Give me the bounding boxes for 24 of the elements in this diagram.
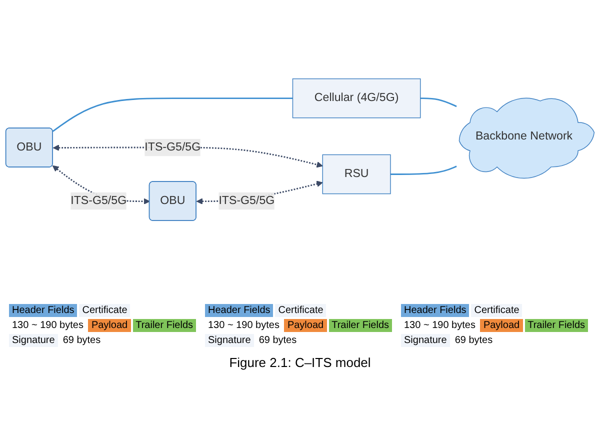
packet-field-label: Trailer Fields (524, 319, 588, 332)
packet-field-label: Trailer Fields (328, 319, 392, 332)
packet-field-label: Signature (205, 334, 254, 347)
packet-field-label: Payload (88, 319, 131, 332)
node-box: RSU (322, 154, 391, 194)
packet-field-label: Payload (480, 319, 523, 332)
packet-field-label: Certificate (275, 304, 326, 317)
packet-field-label: Header Fields (9, 304, 78, 317)
connector (390, 166, 457, 176)
packet-field-label: Signature (9, 334, 58, 347)
packet-field-label: Header Fields (205, 304, 274, 317)
edge-label: ITS-G5/5G (218, 194, 275, 208)
edge-label: ITS-G5/5G (70, 194, 127, 208)
connector (420, 98, 457, 108)
packet-field-label: Certificate (79, 304, 130, 317)
figure-caption: Figure 2.1: C–ITS model (229, 355, 371, 370)
node-box: Cellular (4G/5G) (292, 78, 421, 119)
packet-field-label: Trailer Fields (132, 319, 196, 332)
packet-field-label: Signature (401, 334, 450, 347)
packet-field-label: Payload (284, 319, 327, 332)
packet-field-label: Header Fields (401, 304, 470, 317)
packet-field-label: Certificate (471, 304, 522, 317)
connector (52, 98, 293, 132)
edge-label: ITS-G5/5G (144, 141, 201, 154)
